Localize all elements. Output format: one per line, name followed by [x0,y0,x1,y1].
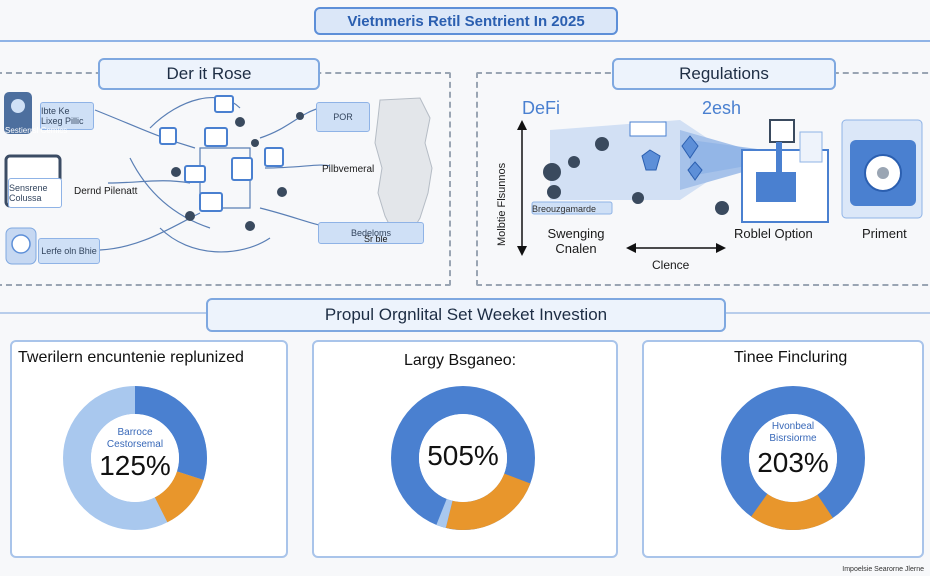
card-title: Twerilern encuntenie replunized [18,349,244,366]
device-icon [204,127,228,147]
user-icon-label: Sestierrsl Cemics [5,126,68,135]
option-label: Roblel Option [734,226,813,241]
device-icon [264,147,284,167]
donut-value: 203% [757,447,829,478]
side-tag: Lerfe oln Bhie [38,238,100,264]
tag-text: Pilbvemeral [322,164,375,175]
device-icon [184,165,206,183]
header-divider [0,40,930,42]
donut-value: 125% [99,450,171,481]
axis-label: Molbtie Flsunnos [496,162,508,246]
priment-label: Priment [862,226,907,241]
investment-title: Propul Orgnlital Set Weeket Investion [206,298,726,332]
donut-segment-orange [721,386,865,530]
tag-text: Sr ble [364,234,388,244]
footer-text: Impoelsie Searorne Jlerne [842,566,924,573]
tag-text: Dernd Pilenatt [74,186,138,197]
card-title: Tinee Fincluring [734,349,848,366]
map-silhouette [374,97,433,239]
device-icon [199,192,223,212]
device-icon [159,127,177,145]
por-tag: POR [316,102,370,132]
monitor-label: Sensrene Colussa [8,178,62,208]
bottom-tag: Bedeloms [318,222,424,244]
side-tag: Ibte Ke Lixeg Pillic [40,102,94,130]
donut-chart [63,386,207,530]
device-icon [231,157,253,181]
right-panel-title: Regulations [612,58,836,90]
donut-chart [721,386,865,530]
card-title: Largy Bsganeo: [404,352,517,369]
cash-label: 2esh [702,98,742,118]
device-icon [214,95,234,113]
donut-value: 505% [427,440,499,471]
donut-chart [391,386,535,530]
left-panel-title: Der it Rose [98,58,320,90]
donut-segment-orange [391,386,535,530]
regulation-diagram [517,119,923,256]
network-diagram [4,92,433,265]
screen-tag: Breouzgamarde [532,204,597,214]
axis-caption: Clence [652,258,690,272]
page-title: Vietnmeris Retil Sentrient In 2025 [314,7,618,35]
chart-caption: Swenging Cnalen [547,226,605,256]
defi-label: DeFi [522,98,561,118]
donut-segment-blue [63,386,207,530]
